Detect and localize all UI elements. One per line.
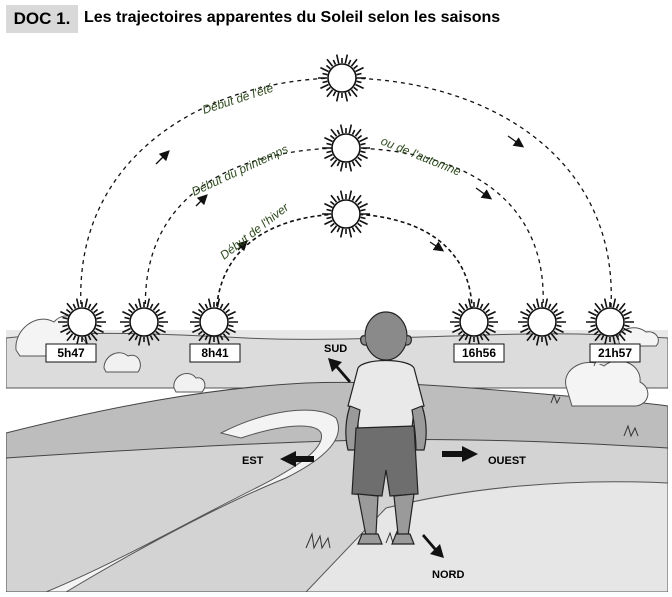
south-label: SUD	[324, 343, 347, 355]
bush-far-right	[617, 327, 659, 347]
child-shirt	[347, 359, 425, 431]
winter-path-label: Début de l'hiver	[217, 200, 292, 263]
south-arrow	[328, 358, 351, 383]
document-header: DOC 1. Les trajectoires apparentes du So…	[0, 0, 672, 38]
sun-winter-sunrise	[190, 298, 238, 346]
time-winter-sunrise: 8h41	[201, 346, 229, 360]
foreground-path	[45, 409, 339, 593]
sun-disc	[331, 133, 361, 163]
child-ear-left	[360, 335, 367, 346]
west-label: OUEST	[488, 455, 526, 467]
sun-disc	[199, 307, 229, 337]
sun-summer-sunrise	[58, 298, 106, 346]
spring-path-arrow-setting	[475, 187, 493, 200]
sun-rays	[518, 298, 566, 346]
time-winter-sunset: 16h56	[462, 346, 496, 360]
doc-number-badge: DOC 1.	[6, 5, 78, 33]
west-arrow	[442, 446, 478, 462]
time-box-summer-sunrise: 5h47	[45, 343, 97, 363]
sun-rays	[450, 298, 498, 346]
east-arrow	[280, 451, 314, 467]
north-arrow	[422, 534, 444, 558]
sun-summer-sunset	[586, 298, 634, 346]
sun-winter-noon	[322, 190, 370, 238]
summer-path	[80, 77, 612, 321]
sun-disc	[129, 307, 159, 337]
sun-rays	[58, 298, 106, 346]
sun-autumn-sunset	[518, 298, 566, 346]
sun-disc	[459, 307, 489, 337]
sun-rays	[322, 124, 370, 172]
time-summer-sunset: 21h57	[598, 346, 632, 360]
spring-path-arrow-rising	[195, 194, 208, 207]
summer-path-arrow-rising	[155, 150, 170, 165]
sun-disc	[595, 307, 625, 337]
child-foot-right	[391, 533, 415, 545]
spring-autumn-path	[144, 147, 544, 321]
sun-disc	[67, 307, 97, 337]
sun-winter-sunset	[450, 298, 498, 346]
child-shorts	[351, 425, 419, 497]
sun-spring-sunrise	[120, 298, 168, 346]
sun-rays	[586, 298, 634, 346]
sun-summer-noon	[318, 54, 366, 102]
sun-rays	[120, 298, 168, 346]
child-ear-right	[405, 335, 412, 346]
sun-rays	[190, 298, 238, 346]
sun-disc	[327, 63, 357, 93]
child-figure	[345, 311, 427, 545]
autumn-path-label: ou de l'automne	[379, 134, 463, 179]
doc-title: Les trajectoires apparentes du Soleil se…	[84, 9, 501, 26]
sun-disc	[331, 199, 361, 229]
time-summer-sunrise: 5h47	[57, 346, 85, 360]
child-foot-left	[357, 533, 383, 545]
winter-path-arrow-setting	[429, 241, 445, 252]
sun-rays	[322, 190, 370, 238]
summer-path-arrow-setting	[507, 135, 525, 148]
spring-path-label: Début du printemps	[189, 142, 290, 199]
sun-rays	[318, 54, 366, 102]
north-label: NORD	[432, 569, 464, 581]
time-box-winter-sunrise: 8h41	[189, 343, 241, 363]
sun-paths-illustration: Début de l'été Début du printemps ou de …	[5, 38, 669, 593]
time-box-winter-sunset: 16h56	[453, 343, 505, 363]
summer-path-label: Début de l'été	[201, 81, 276, 117]
child-head	[364, 311, 408, 361]
sun-disc	[527, 307, 557, 337]
time-box-summer-sunset: 21h57	[589, 343, 641, 363]
east-label: EST	[242, 455, 264, 467]
winter-path-arrow-rising	[236, 240, 248, 252]
bush-left-small	[103, 352, 206, 393]
sun-spring-noon	[322, 124, 370, 172]
illustration-svg: Début de l'été Début du printemps ou de …	[5, 54, 669, 593]
